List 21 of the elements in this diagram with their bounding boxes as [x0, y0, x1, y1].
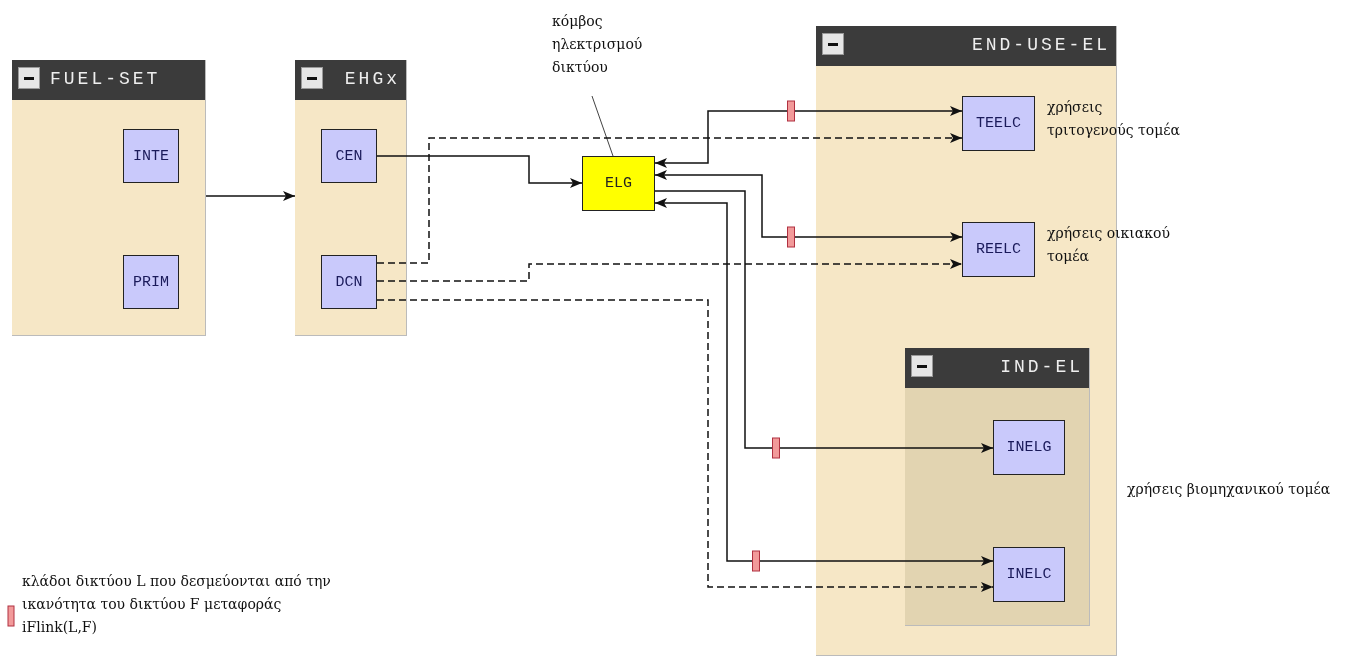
- sector-label: χρήσεις τριτογενούς τομέα: [1047, 98, 1181, 140]
- process-box: PRIM: [123, 255, 179, 309]
- sector-label: χρήσεις βιομηχανικού τομέα: [1127, 480, 1332, 499]
- process-box: INELG: [993, 420, 1065, 475]
- process-box: REELC: [962, 222, 1035, 277]
- group-title: IND-EL: [1000, 357, 1083, 377]
- process-box: TEELC: [962, 96, 1035, 151]
- group-panel: [12, 60, 206, 336]
- sector-label: χρήσεις οικιακού τομέα: [1047, 224, 1171, 266]
- node-annotation: κόμβος ηλεκτρισμού δικτύου: [552, 10, 672, 94]
- process-box: DCN: [321, 255, 377, 309]
- process-box: INTE: [123, 129, 179, 183]
- process-box: ELG: [582, 156, 655, 211]
- group-title: FUEL-SET: [50, 69, 161, 89]
- legend-text: κλάδοι δικτύου L που δεσμεύονται από την ικανότητα του δικτύου F μεταφοράς iFlink(L,F): [22, 572, 332, 637]
- group-panel: [295, 60, 407, 336]
- group-title: EHGx: [344, 69, 400, 89]
- process-box: INELC: [993, 547, 1065, 602]
- group-panel: [905, 348, 1090, 626]
- process-box: CEN: [321, 129, 377, 183]
- group-title: END-USE-EL: [971, 35, 1110, 55]
